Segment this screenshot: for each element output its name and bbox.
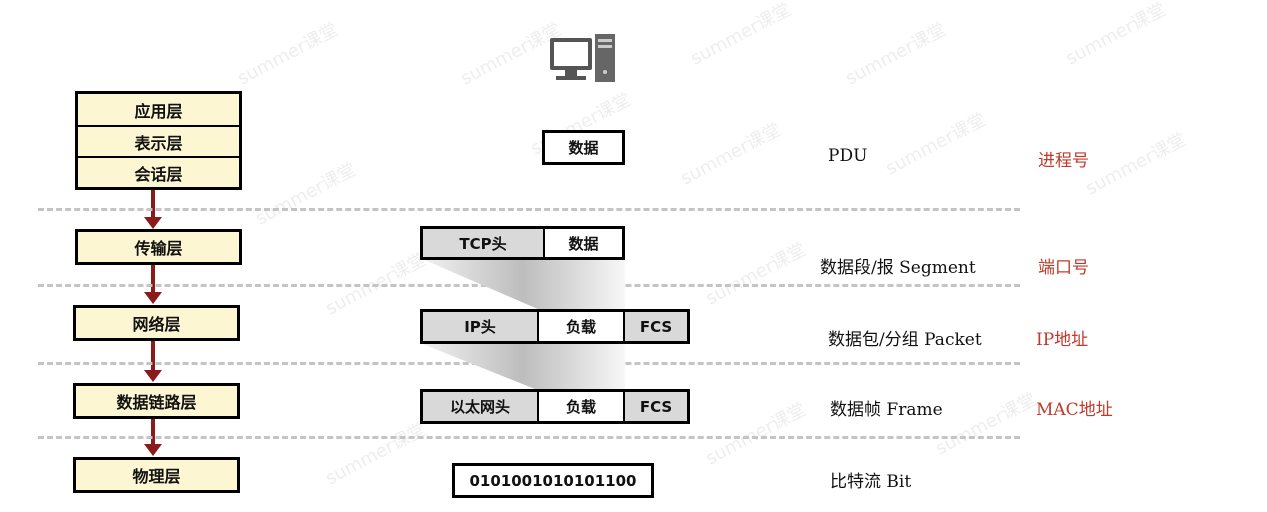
watermark: summer课堂 [702, 399, 810, 470]
tcp-data: 数据 [543, 229, 622, 257]
ethernet-frame: 以太网头 负载 FCS [420, 389, 690, 424]
encapsulation-funnel [420, 343, 625, 391]
layer-presentation: 表示层 [78, 125, 239, 156]
tcp-header: TCP头 [423, 229, 543, 257]
down-arrow [144, 265, 162, 305]
pdu-label-data: PDU [828, 146, 868, 166]
layer-transport: 传输层 [75, 229, 242, 265]
data-frame: 数据 [542, 130, 625, 165]
ip-header: IP头 [423, 312, 537, 341]
watermark: summer课堂 [842, 19, 950, 90]
watermark: summer课堂 [234, 19, 342, 90]
down-arrow [144, 190, 162, 230]
watermark: summer课堂 [687, 0, 795, 70]
down-arrow [144, 419, 162, 457]
watermark: summer课堂 [322, 249, 430, 320]
watermark: summer课堂 [702, 239, 810, 310]
pdu-label-segment: 数据段/报 Segment [820, 258, 976, 278]
watermark: summer课堂 [322, 419, 430, 490]
pdu-label-packet: 数据包/分组 Packet [828, 330, 982, 350]
layer-physical: 物理层 [73, 457, 240, 493]
layer-session: 会话层 [78, 156, 239, 187]
watermark: summer课堂 [252, 159, 360, 230]
address-label-port: 端口号 [1038, 258, 1089, 278]
address-label-mac: MAC地址 [1036, 400, 1113, 420]
watermark: summer课堂 [1062, 0, 1170, 70]
watermark: summer课堂 [882, 109, 990, 180]
bitstream-frame: 0101001010101100 [452, 463, 654, 498]
tcp-segment-frame: TCP头 数据 [420, 226, 625, 260]
watermark: summer课堂 [1082, 129, 1190, 200]
pdu-label-bit: 比特流 Bit [830, 472, 912, 492]
address-label-process: 进程号 [1038, 151, 1089, 171]
layer-separator [38, 208, 1020, 211]
layer-separator [38, 436, 1020, 439]
ethernet-header: 以太网头 [423, 392, 537, 421]
encapsulation-funnel [420, 258, 625, 310]
computer-icon [550, 34, 615, 82]
watermark: summer课堂 [932, 389, 1040, 460]
ethernet-payload: 负载 [537, 392, 623, 421]
bitstream-value: 0101001010101100 [469, 471, 637, 490]
data-segment: 数据 [568, 139, 599, 157]
upper-layers-stack: 应用层 表示层 会话层 [75, 91, 242, 190]
watermark: summer课堂 [677, 119, 785, 190]
layer-application: 应用层 [134, 101, 183, 121]
down-arrow [144, 341, 162, 383]
ethernet-fcs: FCS [623, 392, 687, 421]
pdu-label-frame: 数据帧 Frame [830, 400, 943, 420]
address-label-ip: IP地址 [1036, 330, 1089, 350]
layer-datalink: 数据链路层 [73, 383, 240, 419]
ip-packet-frame: IP头 负载 FCS [420, 309, 690, 344]
ip-payload: 负载 [537, 312, 623, 341]
layer-network: 网络层 [73, 305, 240, 341]
ip-fcs: FCS [623, 312, 687, 341]
